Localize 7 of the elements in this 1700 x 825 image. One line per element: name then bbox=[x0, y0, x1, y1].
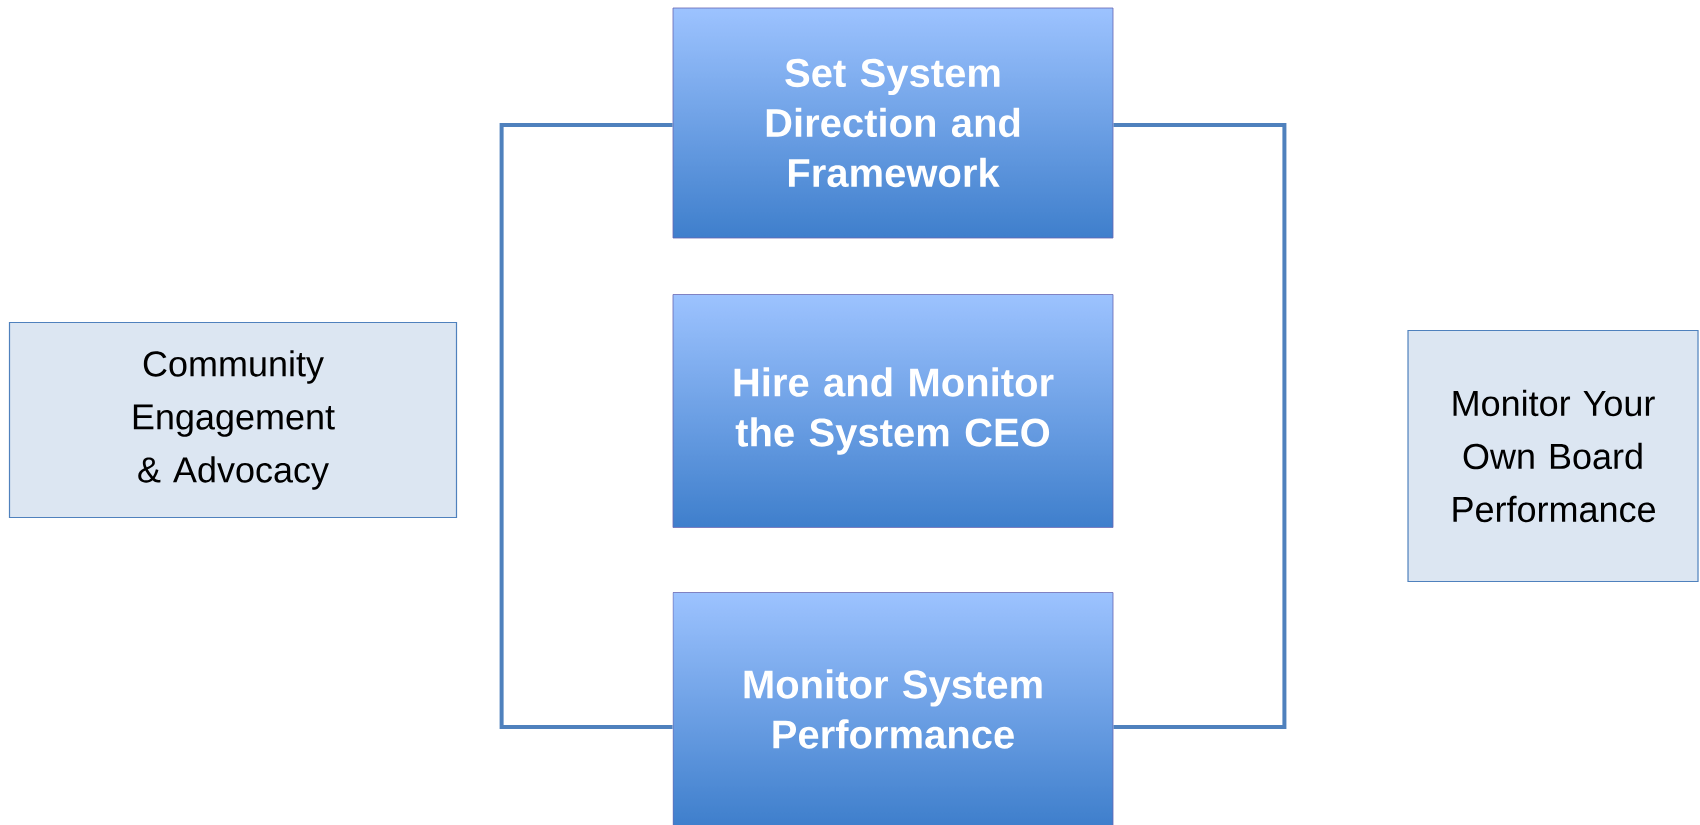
process-box: Monitor System Performance bbox=[672, 592, 1114, 825]
process-box: Hire and Monitor the System CEO bbox=[672, 294, 1114, 528]
connector-line bbox=[1113, 123, 1287, 729]
process-box: Community Engagement & Advocacy bbox=[8, 321, 458, 519]
process-box: Monitor Your Own Board Performance bbox=[1407, 329, 1699, 583]
process-box: Set System Direction and Framework bbox=[672, 7, 1114, 239]
connector-line bbox=[499, 123, 673, 729]
